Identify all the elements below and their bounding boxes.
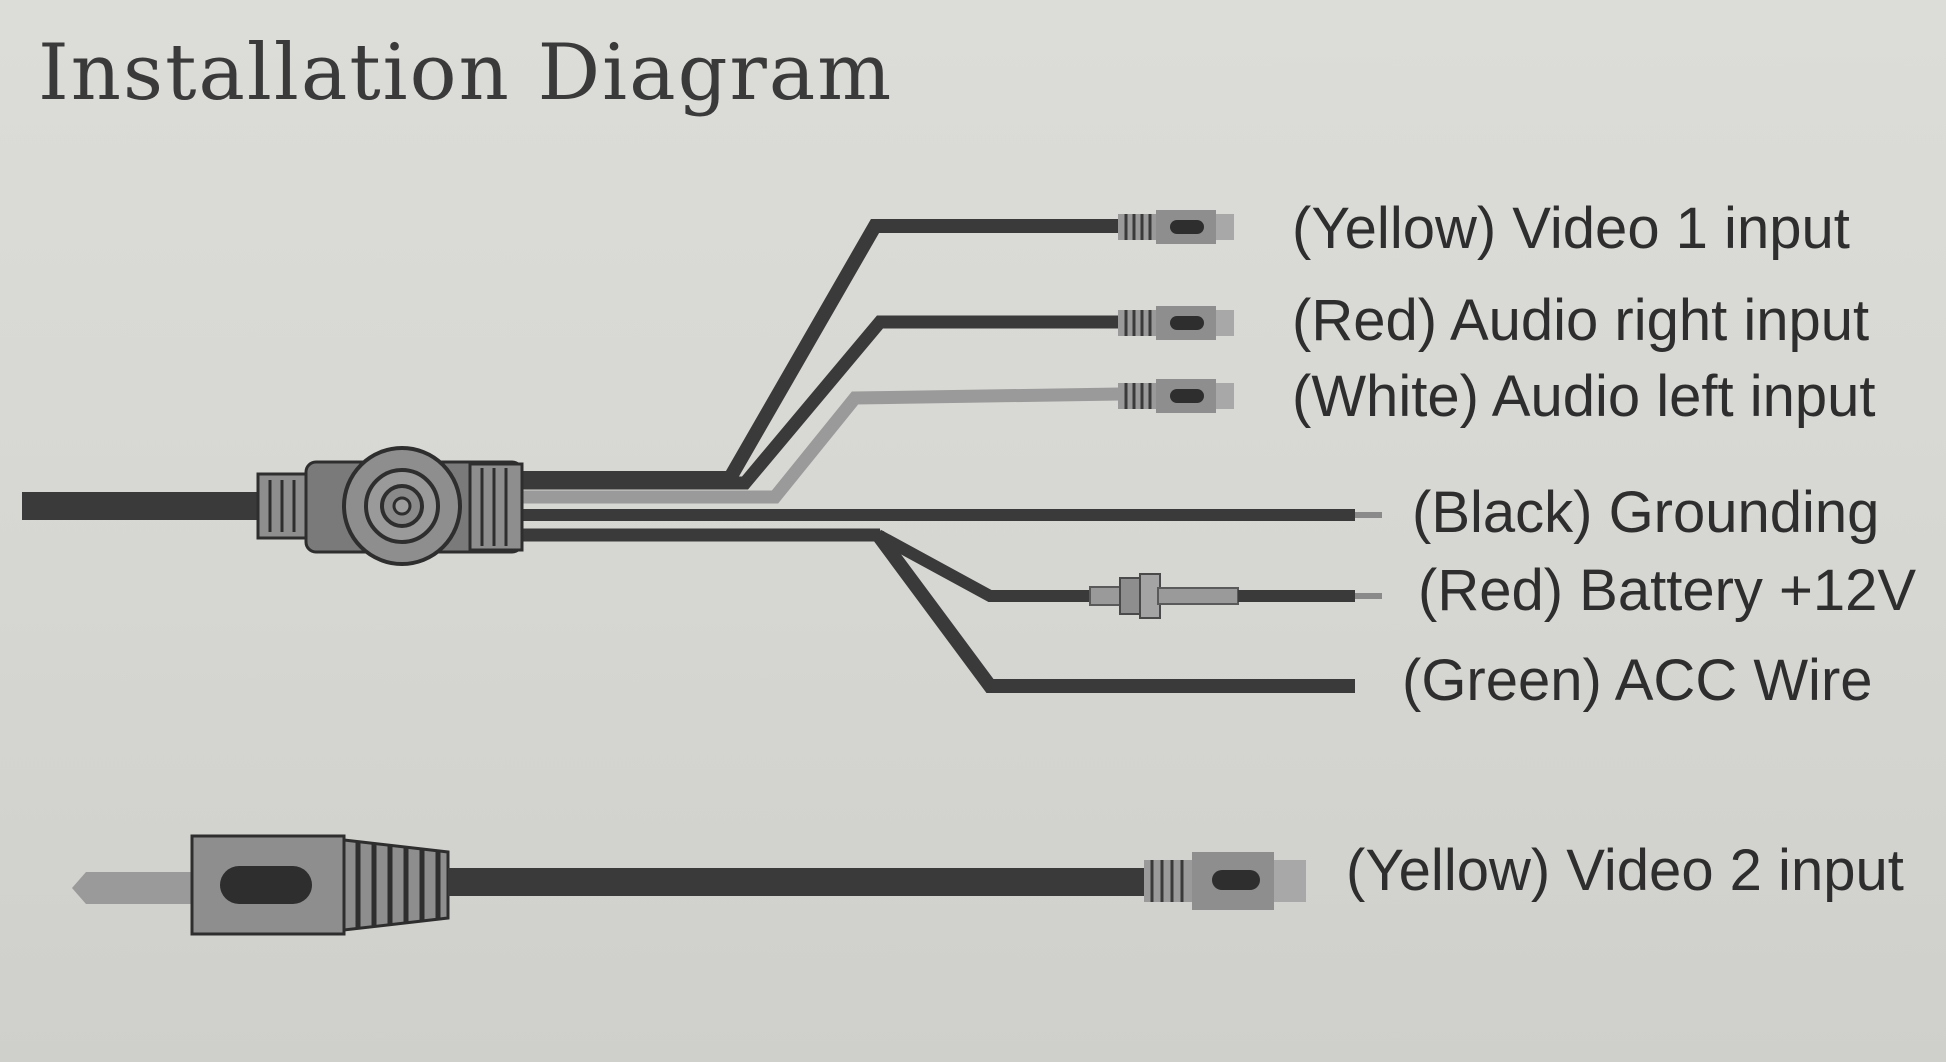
audio-left-wire: [505, 387, 1121, 504]
rca-plug-audio-right: [1118, 306, 1234, 340]
label-video1: (Yellow) Video 1 input: [1292, 196, 1850, 261]
rca-plug-video1: [1118, 210, 1234, 244]
cable-hub: [256, 446, 524, 566]
battery-wire: [875, 529, 1105, 602]
acc-wire: [872, 530, 1355, 693]
label-video2: (Yellow) Video 2 input: [1346, 838, 1904, 903]
label-battery: (Red) Battery +12V: [1418, 558, 1917, 623]
video2-cable: [72, 834, 1306, 936]
label-acc: (Green) ACC Wire: [1402, 648, 1873, 713]
main-cable: [22, 492, 262, 520]
rca-plug-audio-left: [1118, 379, 1234, 413]
page-title: Installation Diagram: [38, 28, 894, 118]
label-audio-left: (White) Audio left input: [1292, 364, 1876, 429]
label-grounding: (Black) Grounding: [1412, 480, 1880, 545]
fuse-holder: [1089, 573, 1382, 619]
label-audio-right: (Red) Audio right input: [1292, 288, 1870, 353]
video1-wire: [505, 219, 1120, 485]
audio-right-wire: [505, 315, 1120, 490]
